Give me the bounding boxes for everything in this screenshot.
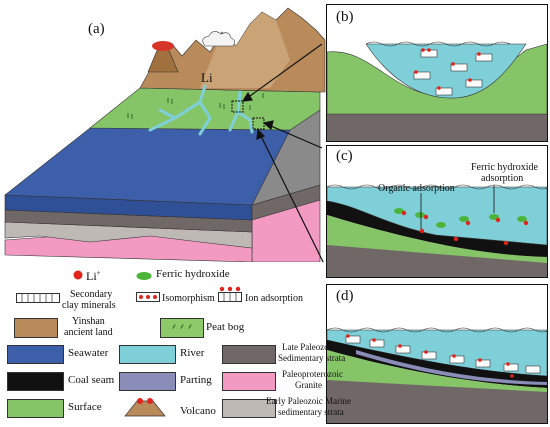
volcano-lava bbox=[152, 41, 174, 51]
seawater-swatch bbox=[7, 345, 64, 364]
legend-peat-bog-label: Peat bog bbox=[206, 321, 245, 333]
panel-b-label: (b) bbox=[336, 9, 354, 25]
legend-surface-label: Surface bbox=[68, 401, 102, 413]
legend-parting-label: Parting bbox=[180, 374, 212, 386]
granite-swatch bbox=[222, 372, 276, 391]
legend-isomorphism-label: Isomorphism bbox=[162, 293, 215, 304]
panel-b bbox=[326, 4, 548, 142]
li-ion-icon bbox=[73, 270, 83, 280]
legend-granite-2: Granite bbox=[295, 380, 322, 390]
legend-secondary-clay-1: Secondary bbox=[70, 289, 113, 300]
legend-coal-seam-label: Coal seam bbox=[68, 374, 115, 386]
legend-early-paleozoic-2: sedimentary strata bbox=[278, 407, 344, 417]
parting-swatch bbox=[119, 372, 176, 391]
panel-c bbox=[326, 145, 548, 278]
seawater-top bbox=[4, 127, 291, 206]
volcano-icon bbox=[124, 398, 166, 417]
river-swatch bbox=[119, 345, 176, 364]
early-paleozoic-swatch bbox=[222, 399, 276, 418]
legend-yinshan-2: ancient land bbox=[64, 327, 113, 338]
yinshan-swatch bbox=[14, 318, 58, 338]
ferric-adsorption-label-2: adsorption bbox=[481, 173, 524, 184]
li-ions-c bbox=[401, 210, 529, 246]
ion-adsorption-icon bbox=[218, 286, 242, 302]
li-ions-b bbox=[414, 48, 481, 90]
isomorphism-icon bbox=[136, 292, 160, 302]
legend-early-paleozoic-1: Early Paleozoic Marine bbox=[266, 396, 351, 406]
legend-li-label: Li+ bbox=[86, 269, 101, 283]
late-paleozoic-swatch bbox=[222, 345, 276, 364]
panel-d-label: (d) bbox=[336, 288, 354, 304]
legend-granite-1: Paleoproterozoic bbox=[282, 369, 343, 379]
li-source-label: Li bbox=[201, 70, 213, 85]
peat-bog-marks bbox=[127, 93, 264, 119]
legend-late-paleozoic-1: Late Paleozoic bbox=[282, 342, 336, 352]
locator-box-b bbox=[231, 100, 244, 113]
legend-volcano-label: Volcano bbox=[180, 405, 216, 417]
clay-minerals-b bbox=[413, 49, 493, 96]
panel-a-label: (a) bbox=[88, 21, 105, 37]
cloud-icon bbox=[202, 31, 235, 47]
legend-late-paleozoic-2: Sedimentary strata bbox=[278, 353, 346, 363]
mountain-shade bbox=[200, 12, 290, 88]
legend-yinshan-1: Yinshan bbox=[72, 316, 105, 327]
ferric-particles-c bbox=[394, 208, 527, 228]
li-ions-d bbox=[346, 334, 514, 378]
panel-a-block-diagram bbox=[4, 7, 326, 262]
ferric-hydroxide-icon bbox=[136, 272, 152, 280]
legend-river-label: River bbox=[180, 347, 205, 359]
early-paleozoic-front bbox=[4, 221, 253, 249]
clay-minerals-d bbox=[345, 335, 541, 374]
legend-ion-adsorption-label: Ion adsorption bbox=[245, 293, 304, 304]
callout-arrows bbox=[241, 43, 324, 262]
ferric-adsorption-label-1: Ferric hydroxide bbox=[471, 162, 538, 173]
organic-adsorption-label: Organic adsorption bbox=[378, 183, 455, 194]
legend-seawater-label: Seawater bbox=[68, 347, 109, 359]
coal-seam-swatch bbox=[7, 372, 64, 391]
legend-ferric-label: Ferric hydroxide bbox=[156, 268, 230, 280]
legend-secondary-clay-2: clay minerals bbox=[62, 300, 116, 311]
surface-swatch bbox=[7, 399, 64, 418]
panel-c-label: (c) bbox=[336, 148, 353, 164]
peat-bog-swatch: ⸙ ⸙ ⸙ bbox=[160, 318, 204, 338]
panel-d bbox=[326, 284, 548, 424]
secondary-clay-icon bbox=[16, 293, 60, 303]
